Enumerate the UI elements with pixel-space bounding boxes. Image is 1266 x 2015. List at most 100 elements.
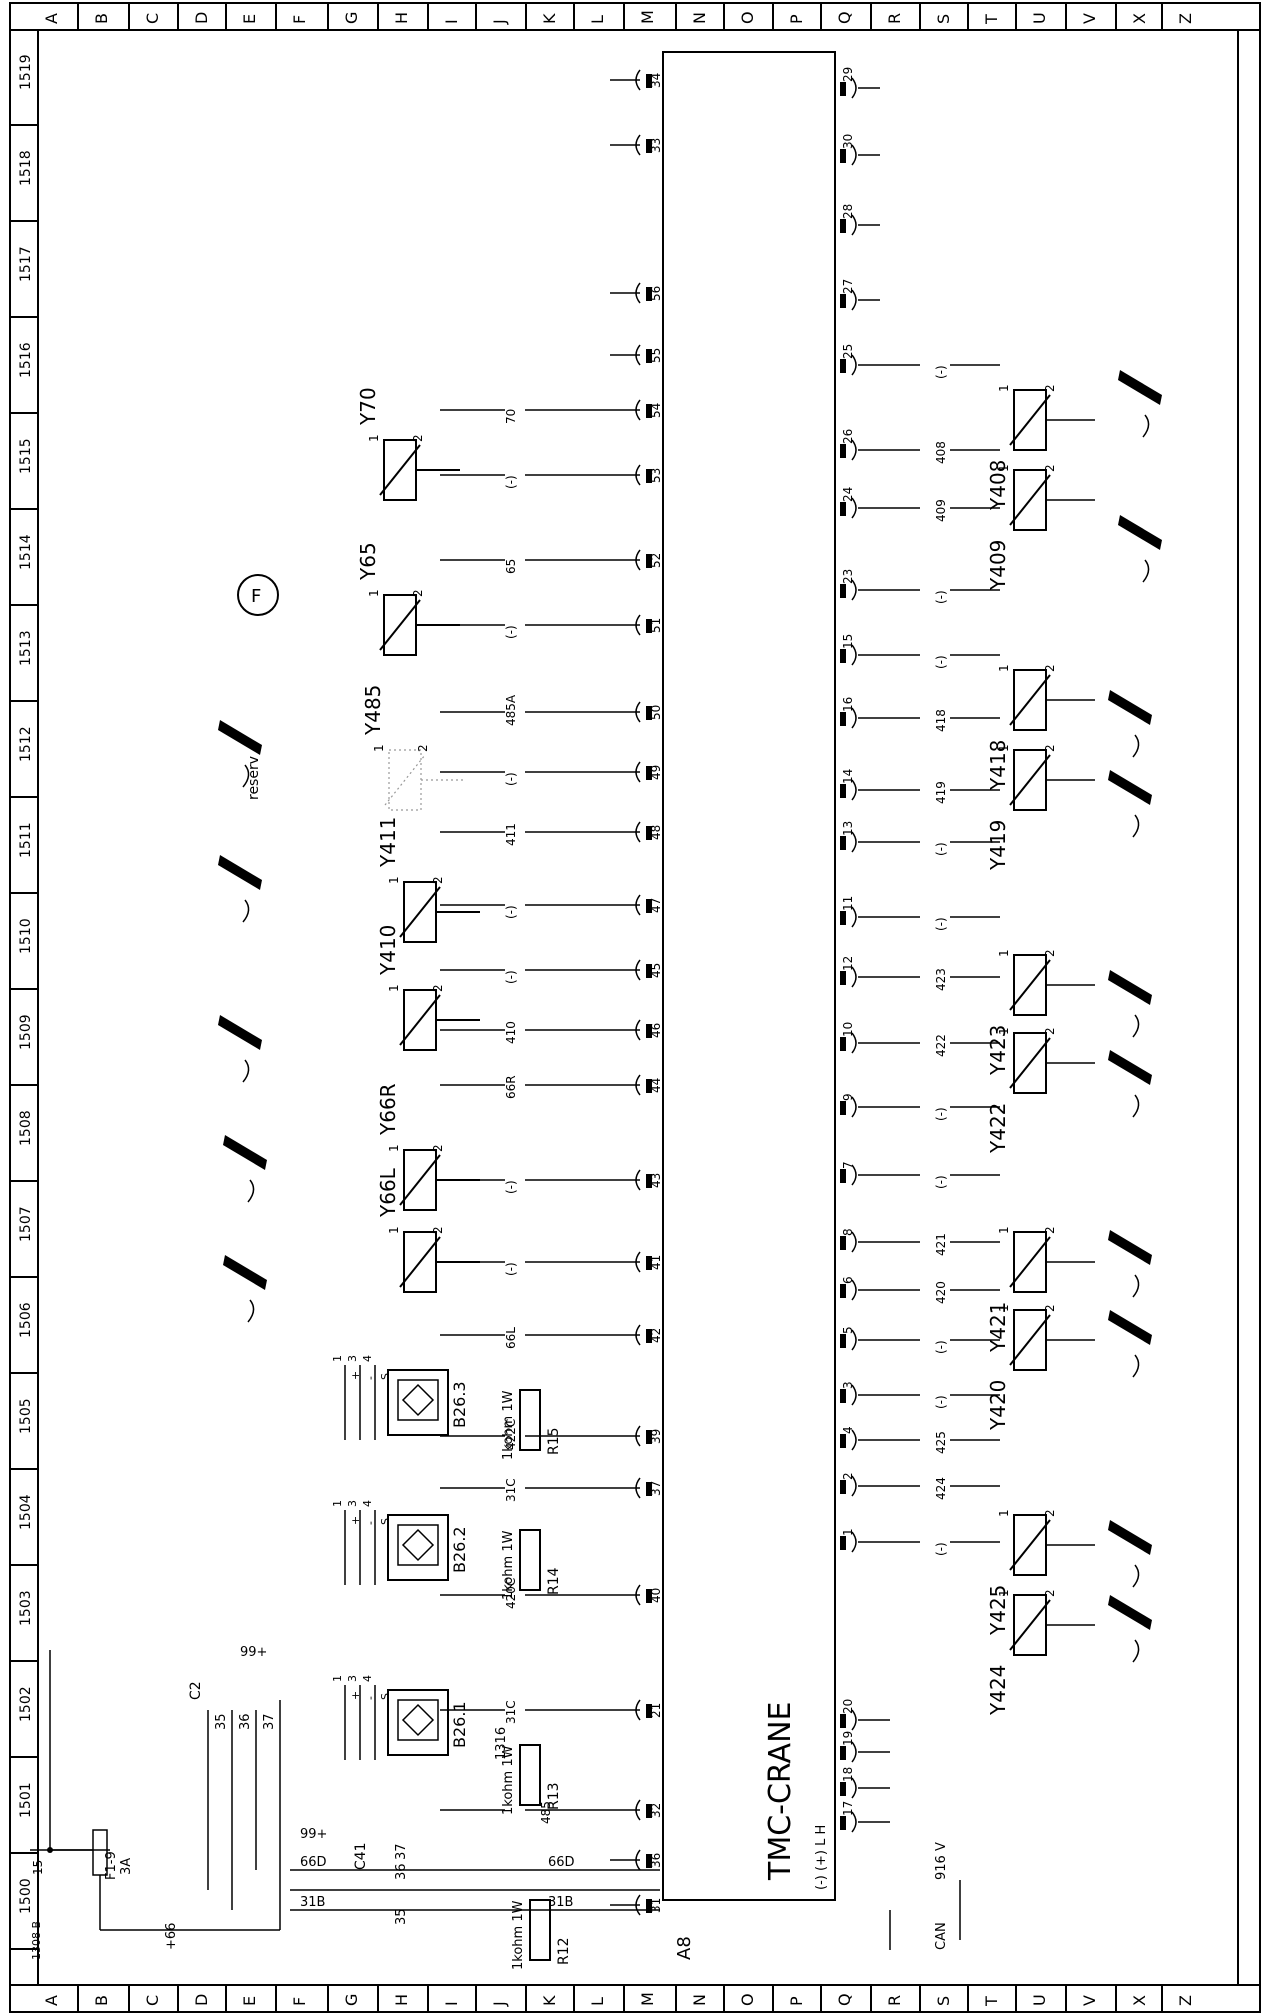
- right-pin-11: 11: [841, 896, 855, 911]
- row-number: 1503: [18, 1590, 34, 1626]
- sensor-pin: 1: [331, 1675, 344, 1682]
- col-letter-bottom: A: [42, 1995, 61, 2006]
- row-number: 1517: [18, 246, 34, 282]
- c2-pin-37: 37: [262, 1713, 277, 1730]
- pin-marker: [840, 584, 846, 598]
- resistor-id: R12: [556, 1937, 572, 1965]
- coil-pin-2: 2: [431, 1226, 445, 1234]
- pin-marker: [840, 359, 846, 373]
- col-letter-top: H: [392, 12, 411, 24]
- coil-pin-2: 2: [416, 744, 430, 752]
- pin-marker: [840, 1480, 846, 1494]
- sensor-body: [387, 1689, 449, 1756]
- col-letter-top: V: [1080, 13, 1099, 24]
- motion-arrow-icon: [247, 1299, 255, 1323]
- connector-c41: C41: [353, 1842, 369, 1870]
- col-letter-bottom: X: [1130, 1995, 1149, 2006]
- pin-cup: [851, 966, 857, 988]
- left-pin-51: 51: [649, 618, 663, 633]
- right-pin-19: 19: [841, 1731, 855, 1746]
- valve-label-Y423: Y423: [986, 1025, 1010, 1076]
- coil-pin-1: 1: [997, 949, 1011, 957]
- wire-label-right: (-): [934, 1395, 948, 1409]
- wire-label-left: (-): [504, 1262, 518, 1276]
- motion-arrow-icon: [1132, 1014, 1140, 1038]
- left-wire-labels: 70(-)65(-)485A(-)411(-)(-)41066R(-)(-)66…: [440, 409, 610, 1824]
- motion-arrow-icon: [1132, 1564, 1140, 1588]
- pin-marker: [840, 1714, 846, 1728]
- pin-marker: [646, 1024, 652, 1038]
- coil-pin-1: 1: [387, 876, 401, 884]
- sensor-pin: 1: [331, 1355, 344, 1362]
- valve-label-Y70: Y70: [356, 387, 380, 426]
- crane-arm-icon: [1108, 690, 1152, 725]
- crane-arm-icon: [1108, 770, 1152, 805]
- col-letter-bottom: L: [588, 1997, 607, 2006]
- coil-pin-1: 1: [387, 1144, 401, 1152]
- wire-15: 15: [31, 1860, 45, 1875]
- col-letter-bottom: P: [787, 1996, 806, 2006]
- wire-label-left: 485A: [504, 694, 518, 726]
- coil-pin-2: 2: [431, 876, 445, 884]
- pin-marker: [840, 1284, 846, 1298]
- wire-label-left: (-): [504, 772, 518, 786]
- pin-marker: [840, 784, 846, 798]
- pin-marker: [840, 712, 846, 726]
- right-pin-12: 12: [841, 956, 855, 971]
- col-letter-top: L: [588, 15, 607, 24]
- row-number: 1510: [18, 918, 34, 954]
- pin-marker: [646, 766, 652, 780]
- left-pin-50: 50: [649, 705, 663, 720]
- pin-marker: [646, 1174, 652, 1188]
- coil-pin-1: 1: [997, 1027, 1011, 1035]
- row-number: 1509: [18, 1014, 34, 1050]
- pin-marker: [840, 1782, 846, 1796]
- right-pin-20: 20: [841, 1699, 855, 1714]
- pin-marker: [646, 1899, 652, 1913]
- coil-pin-1: 1: [997, 1304, 1011, 1312]
- left-pin-45: 45: [649, 963, 663, 978]
- pin-cup: [851, 1741, 857, 1763]
- pin-marker: [646, 139, 652, 153]
- motion-arrow-icon: [242, 764, 250, 788]
- resistor-R13: [519, 1744, 541, 1806]
- left-pin-33: 33: [649, 138, 663, 153]
- wire-label-right: (-): [934, 590, 948, 604]
- wire-99-upper: 99+: [240, 1645, 267, 1660]
- col-letter-top: Q: [835, 11, 854, 24]
- wire-66d-left: 66D: [300, 1855, 327, 1870]
- wire-label-left: (-): [504, 905, 518, 919]
- wire-label-left: 66L: [504, 1327, 518, 1349]
- module-title: TMC-CRANE: [763, 1702, 798, 1881]
- coil-pin-2: 2: [1043, 1509, 1057, 1517]
- coil-pin-2: 2: [1043, 664, 1057, 672]
- sensor-pin-sign: S: [379, 1518, 392, 1525]
- valve-label-Y425: Y425: [986, 1585, 1010, 1636]
- pin-cup: [851, 707, 857, 729]
- coil-pin-2: 2: [1043, 1226, 1057, 1234]
- resistor-id: R15: [546, 1427, 562, 1455]
- pin-marker: [840, 1746, 846, 1760]
- right-pin-9: 9: [841, 1093, 855, 1101]
- left-pin-47: 47: [649, 898, 663, 913]
- valve-label-Y418: Y418: [986, 740, 1010, 791]
- sensor-diamond-icon: [401, 1383, 435, 1417]
- left-pin-39: 39: [649, 1429, 663, 1444]
- pin-cup: [851, 1329, 857, 1351]
- col-letter-top: I: [442, 19, 461, 24]
- can-label: CAN: [934, 1922, 949, 1950]
- pin-marker: [840, 1334, 846, 1348]
- col-letter-bottom: F: [290, 1997, 309, 2006]
- sensor-label-B26.1: B26.1: [450, 1701, 469, 1748]
- wire-label-left: (-): [504, 970, 518, 984]
- sensor-pin: 3: [346, 1500, 359, 1507]
- row-number: 1511: [18, 822, 34, 858]
- pin-cup: [851, 1096, 857, 1118]
- wire-label-left: 65: [504, 559, 518, 574]
- valve-label-Y408: Y408: [986, 460, 1010, 511]
- left-pin-40: 40: [649, 1588, 663, 1603]
- col-letter-bottom: V: [1080, 1995, 1099, 2006]
- col-letter-top: A: [42, 13, 61, 24]
